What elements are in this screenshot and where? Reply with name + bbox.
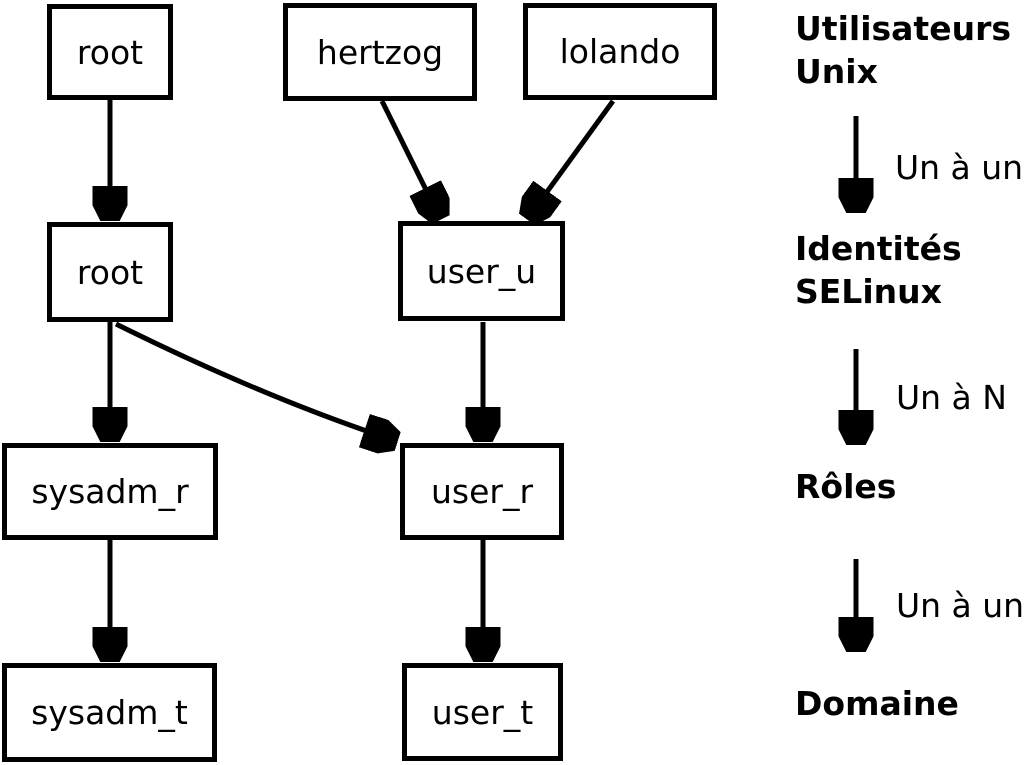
edge-hertzog-to-user-u-arrow-icon xyxy=(379,99,440,218)
legend-relation-one-to-one-2: Un à un xyxy=(896,586,1024,625)
node-label: root xyxy=(76,32,144,72)
node-user-u: user_u xyxy=(398,221,565,321)
edge-root-selinux-to-user-r-arrow-icon xyxy=(114,321,396,441)
legend-level-selinux-identities: Identités SELinux xyxy=(795,229,962,311)
node-root-unix: root xyxy=(47,4,173,100)
node-label: hertzog xyxy=(316,32,444,72)
legend-relation-one-to-one-1: Un à un xyxy=(895,148,1024,187)
node-root-selinux: root xyxy=(47,222,173,322)
node-user-t: user_t xyxy=(402,663,563,761)
edge-lolando-to-user-u-arrow-icon xyxy=(528,99,616,218)
node-label: sysadm_t xyxy=(31,693,188,732)
node-label: root xyxy=(76,252,144,292)
legend-level-unix-users: Utilisateurs Unix xyxy=(795,9,1011,91)
node-user-r: user_r xyxy=(400,443,564,540)
legend-level-roles: Rôles xyxy=(795,467,897,506)
node-sysadm-r: sysadm_r xyxy=(2,443,218,540)
node-sysadm-t: sysadm_t xyxy=(2,663,217,762)
legend-relation-one-to-n: Un à N xyxy=(896,378,1007,417)
node-hertzog: hertzog xyxy=(283,3,477,101)
node-label: lolando xyxy=(559,32,681,71)
node-label: user_u xyxy=(426,251,537,291)
node-lolando: lolando xyxy=(523,3,717,100)
node-label: sysadm_r xyxy=(31,472,189,511)
node-label: user_t xyxy=(431,692,534,732)
legend-level-domain: Domaine xyxy=(795,684,959,723)
node-label: user_r xyxy=(430,472,534,511)
